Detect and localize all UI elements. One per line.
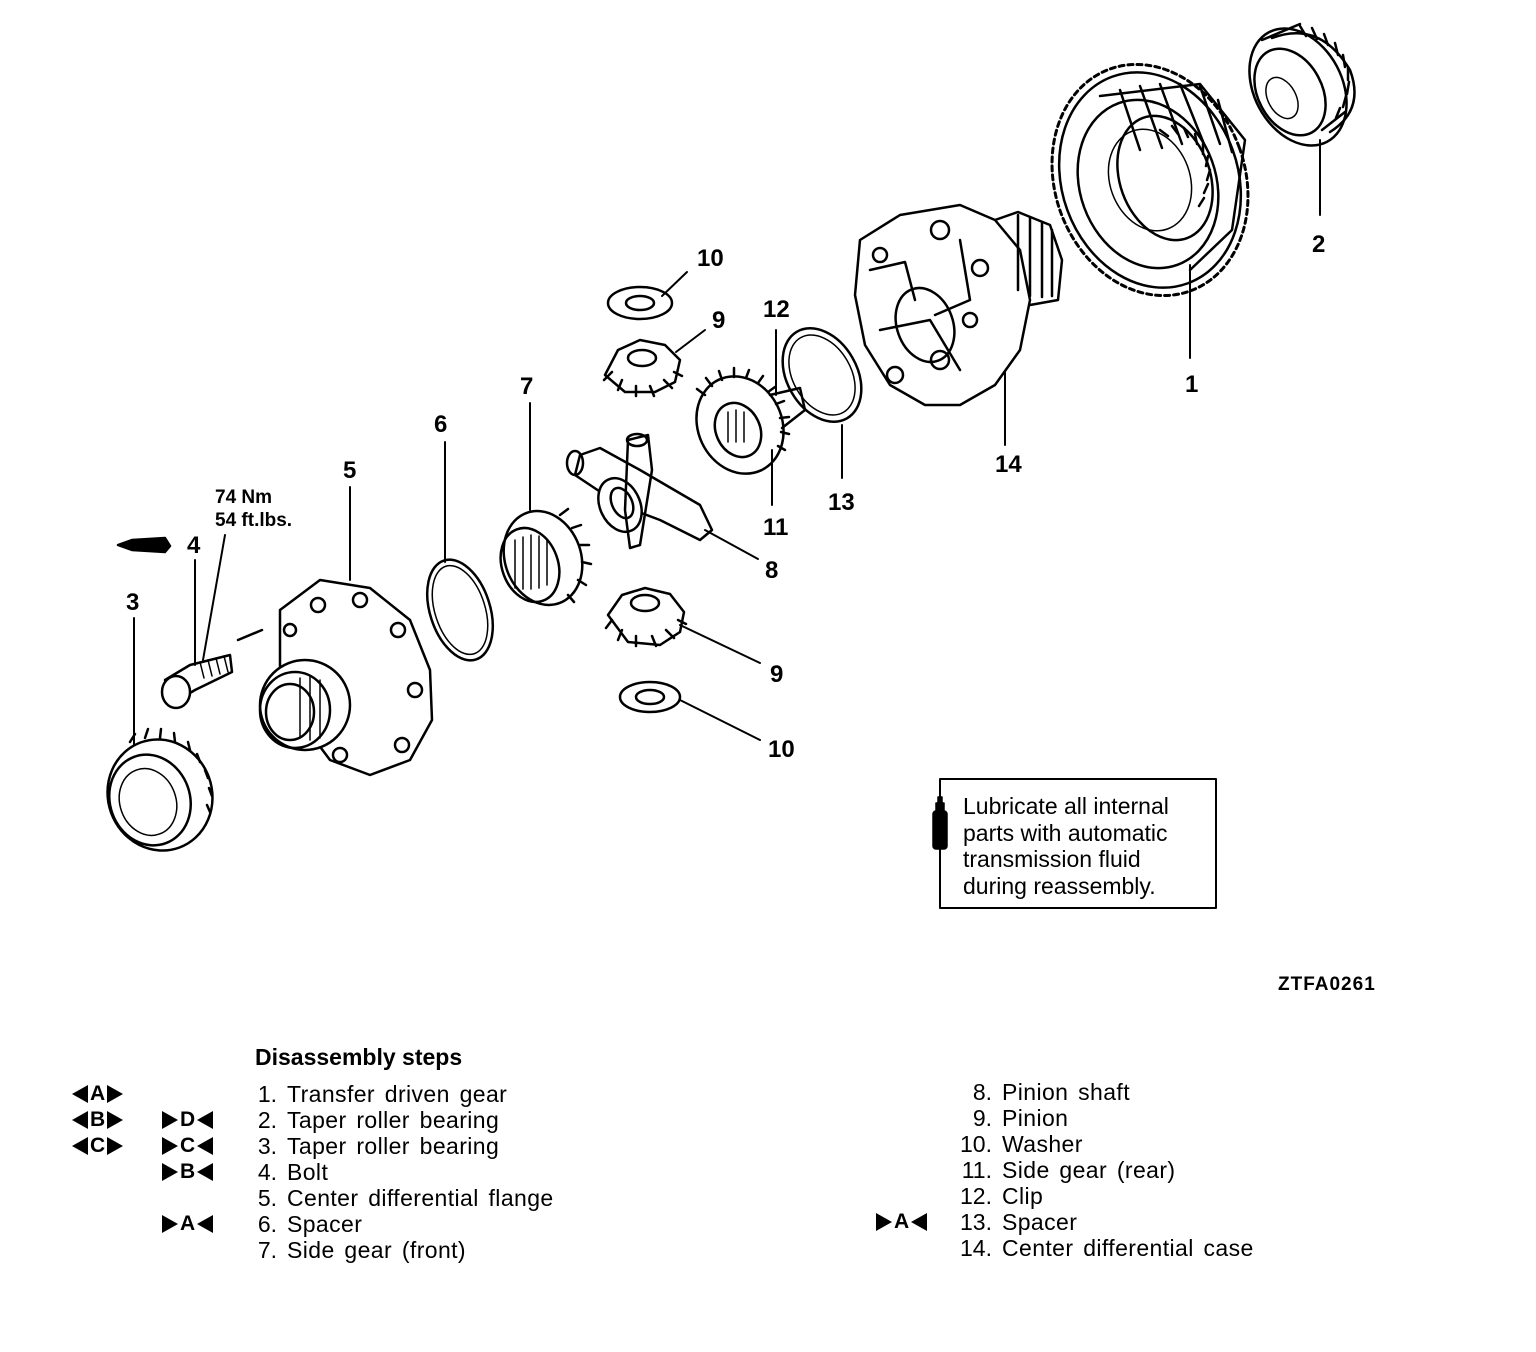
callout-1: 1 — [1185, 371, 1198, 398]
step-number: 11. — [961, 1157, 992, 1183]
disassembly-mark: B — [72, 1107, 124, 1133]
callout-5: 5 — [343, 457, 356, 484]
step-number: 3. — [257, 1133, 277, 1159]
reassembly-mark: B — [162, 1159, 214, 1185]
step-number: 1. — [257, 1081, 277, 1107]
pinion-upper — [602, 338, 684, 398]
torque-metric: 74 Nm — [215, 487, 272, 508]
lubrication-note: Lubricate all internal parts with automa… — [932, 778, 1217, 909]
step-label: Spacer — [1002, 1209, 1078, 1235]
step-label: Pinion shaft — [1002, 1079, 1130, 1105]
step-item: 4. Bolt — [255, 1159, 554, 1185]
step-label: Spacer — [287, 1211, 363, 1237]
step-number: 6. — [257, 1211, 277, 1237]
reassembly-mark: A — [162, 1211, 214, 1237]
washer-upper — [606, 285, 674, 321]
callout-3: 3 — [126, 589, 139, 616]
step-item: 12. Clip — [956, 1183, 1254, 1209]
reassembly-mark: A — [876, 1209, 928, 1235]
step-label: Washer — [1002, 1131, 1083, 1157]
step-number: 8. — [972, 1079, 992, 1105]
transfer-driven-gear — [1050, 62, 1250, 298]
reassembly-mark: D — [162, 1107, 214, 1133]
figure-code: ZTFA0261 — [1278, 974, 1376, 995]
step-label: Center differential flange — [287, 1185, 554, 1211]
callout-4: 4 — [187, 532, 201, 559]
exploded-view-diagram: 2 1 14 13 12 11 10 9 7 6 5 8 9 10 4 3 74… — [106, 22, 1376, 995]
lubrication-line-4: during reassembly. — [963, 873, 1156, 899]
lubrication-line-2: parts with automatic — [963, 820, 1168, 846]
disassembly-steps-left: 1. Transfer driven gear 2. Taper roller bea… — [255, 1081, 554, 1263]
torque-imperial: 54 ft.lbs. — [215, 510, 292, 531]
step-item: 1. Transfer driven gear — [255, 1081, 554, 1107]
washer-lower — [618, 680, 682, 714]
step-item: 6. Spacer — [255, 1211, 554, 1237]
center-differential-case — [853, 203, 1064, 407]
step-number: 4. — [257, 1159, 277, 1185]
lubrication-line-1: Lubricate all internal — [963, 793, 1169, 819]
taper-roller-bearing-front — [106, 727, 214, 852]
step-label: Taper roller bearing — [287, 1107, 500, 1133]
step-number: 10. — [960, 1131, 992, 1157]
step-item: 7. Side gear (front) — [255, 1237, 554, 1263]
step-label: Pinion — [1002, 1105, 1069, 1131]
step-label: Taper roller bearing — [287, 1133, 500, 1159]
sealant-tube-icon — [116, 536, 172, 554]
reassembly-mark: C — [162, 1133, 214, 1159]
callout-2: 2 — [1312, 231, 1325, 258]
step-label: Transfer driven gear — [287, 1081, 508, 1107]
bolt — [160, 653, 234, 710]
callout-9-lower: 9 — [770, 661, 783, 688]
step-item: 13. Spacer — [956, 1209, 1254, 1235]
disassembly-mark: C — [72, 1133, 124, 1159]
pinion-shaft — [565, 432, 714, 550]
step-number: 14. — [960, 1235, 992, 1261]
callout-8: 8 — [765, 557, 778, 584]
disassembly-mark: A — [72, 1081, 124, 1107]
lubrication-line-3: transmission fluid — [963, 846, 1141, 872]
callout-10-lower: 10 — [768, 736, 795, 763]
step-item: 8. Pinion shaft — [956, 1079, 1254, 1105]
callout-10-upper: 10 — [697, 245, 724, 272]
callout-7: 7 — [520, 373, 533, 400]
disassembly-title: Disassembly steps — [255, 1044, 463, 1070]
step-number: 7. — [257, 1237, 277, 1263]
callout-6: 6 — [434, 411, 447, 438]
callout-14: 14 — [995, 451, 1022, 478]
callout-13: 13 — [828, 489, 855, 516]
step-item: 5. Center differential flange — [255, 1185, 554, 1211]
step-item: 10. Washer — [956, 1131, 1254, 1157]
step-item: 2. Taper roller bearing — [255, 1107, 554, 1133]
callout-11: 11 — [763, 514, 788, 541]
step-number: 9. — [972, 1105, 992, 1131]
step-label: Center differential case — [1002, 1235, 1254, 1261]
side-gear-front — [499, 507, 593, 607]
callout-9-upper: 9 — [712, 307, 725, 334]
step-item: 14. Center differential case — [956, 1235, 1254, 1261]
step-label: Side gear (rear) — [1002, 1157, 1176, 1183]
callout-numbers: 2 1 14 13 12 11 10 9 7 6 5 8 9 10 4 3 74… — [126, 231, 1376, 995]
pinion-lower — [604, 586, 688, 648]
step-number: 2. — [257, 1107, 277, 1133]
leader-lines — [133, 139, 1321, 746]
spacer-front — [426, 558, 494, 662]
step-item: 11. Side gear (rear) — [956, 1157, 1254, 1183]
callout-12: 12 — [763, 296, 790, 323]
step-number: 12. — [960, 1183, 992, 1209]
side-gear-rear — [695, 366, 807, 475]
step-number: 13. — [960, 1209, 992, 1235]
oil-can-icon — [932, 796, 948, 850]
step-label: Clip — [1002, 1183, 1044, 1209]
step-item: 9. Pinion — [956, 1105, 1254, 1131]
taper-roller-bearing-rear — [1248, 22, 1356, 147]
center-differential-flange — [236, 578, 434, 777]
step-label: Bolt — [287, 1159, 329, 1185]
step-item: 3. Taper roller bearing — [255, 1133, 554, 1159]
step-label: Side gear (front) — [287, 1237, 466, 1263]
disassembly-steps-right: 8. Pinion shaft 9. Pinion 10. Washer 11. Side g… — [956, 1079, 1254, 1261]
step-number: 5. — [257, 1185, 277, 1211]
